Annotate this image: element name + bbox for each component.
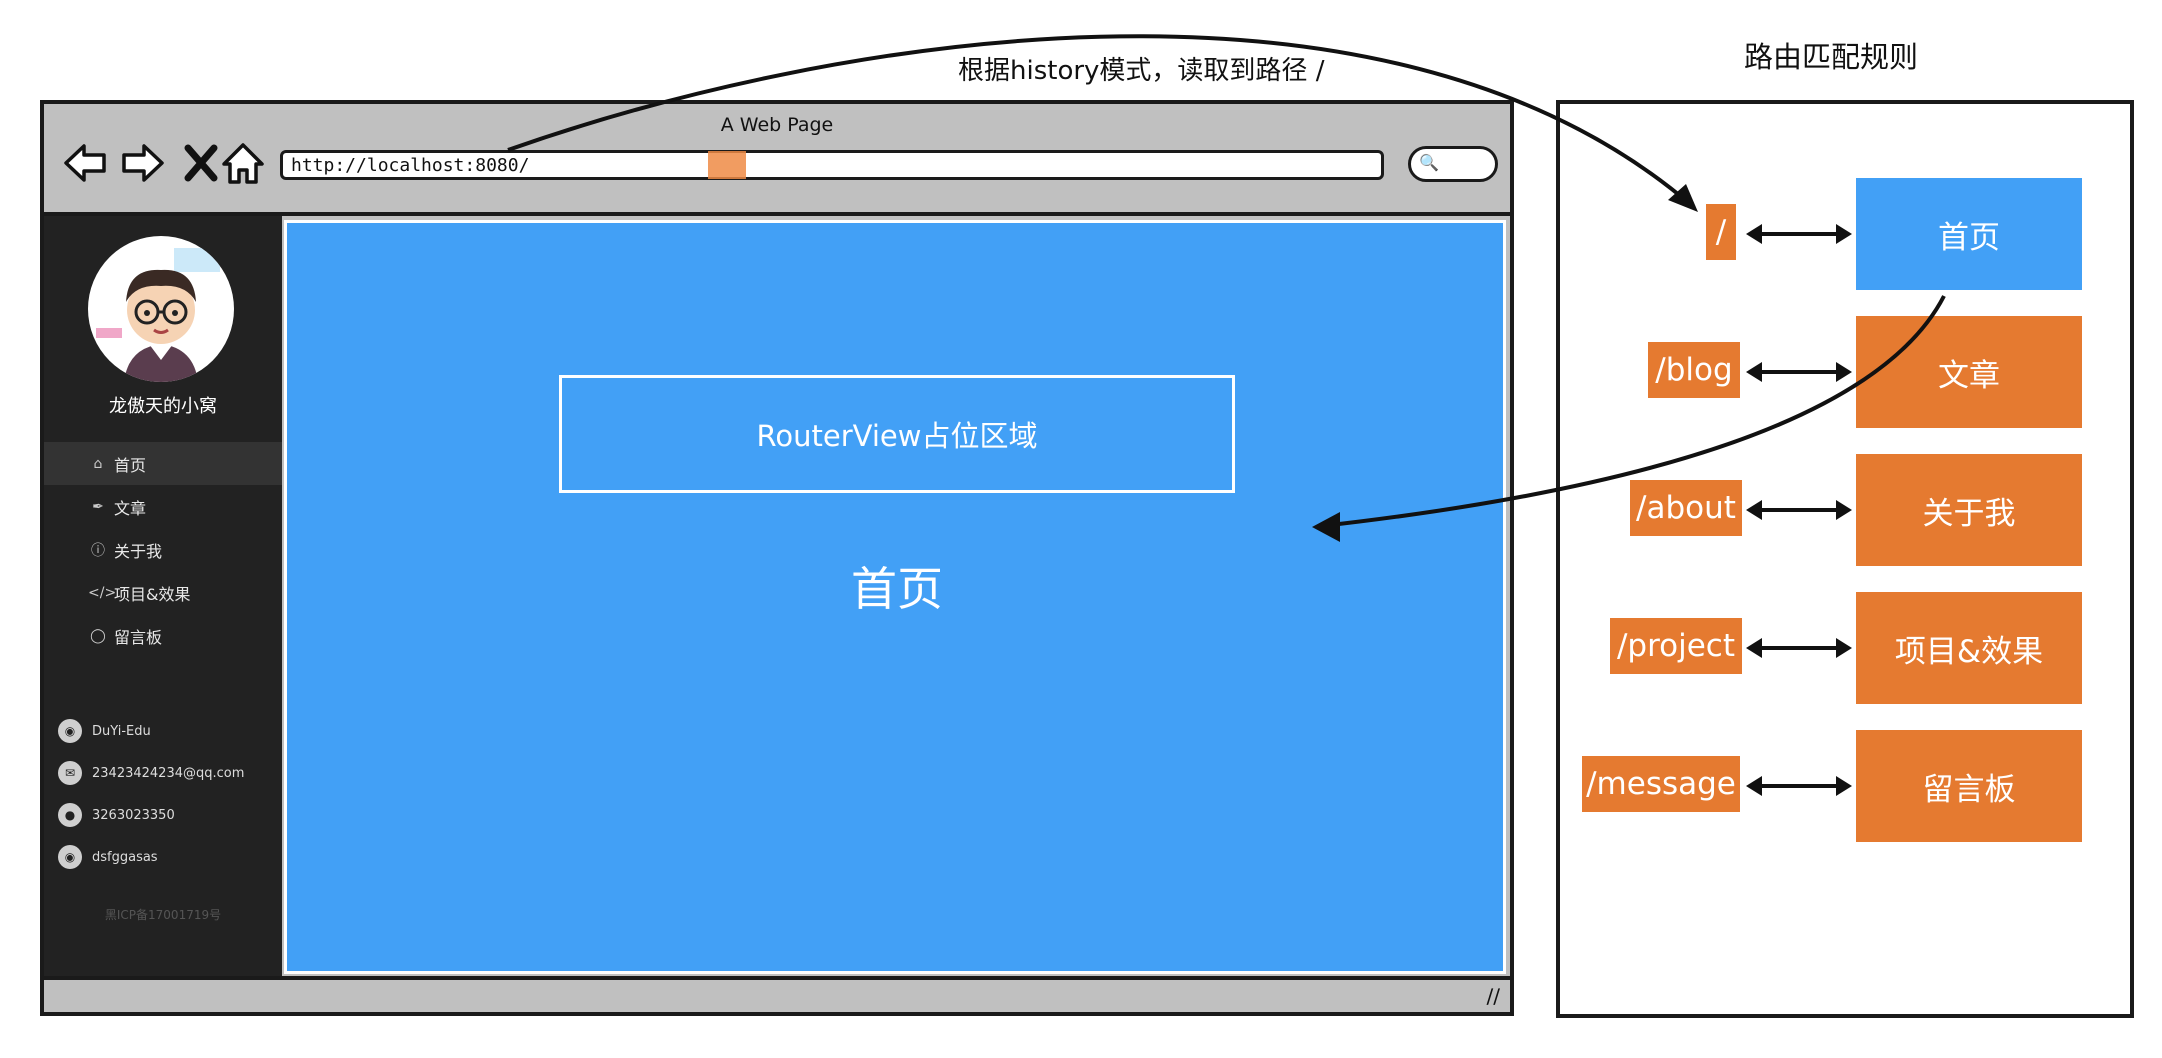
route-rule-about: /about 关于我 [1560, 454, 2130, 566]
contact-label: dsfggasas [92, 849, 158, 865]
site-name: 龙傲天的小窝 [109, 396, 217, 417]
sidebar-item-project[interactable]: </> 项目&效果 [44, 571, 282, 614]
sidebar-item-label: 项目&效果 [114, 584, 191, 604]
browser-status-bar: ∕∕ [44, 976, 1510, 1012]
info-icon: ⓘ [91, 542, 105, 559]
sidebar-item-label: 留言板 [114, 627, 163, 647]
route-rules-title: 路由匹配规则 [1744, 40, 1919, 74]
route-rule-home: / 首页 [1560, 178, 2130, 290]
contact-github[interactable]: ◉ DuYi-Edu [58, 710, 282, 752]
double-arrow-icon [1746, 224, 1852, 244]
route-target-blog: 文章 [1856, 316, 2082, 428]
router-view-placeholder: RouterView占位区域 [559, 375, 1235, 493]
sidebar-item-message[interactable]: ◯ 留言板 [44, 614, 282, 657]
route-path: / [1706, 204, 1736, 260]
browser-title-bar: A Web Page http://localhost:8080/ 🔍 [44, 104, 1510, 216]
stop-icon[interactable] [178, 140, 224, 186]
browser-page-title: A Web Page [720, 114, 834, 136]
resize-handle-icon[interactable]: ∕∕ [1486, 984, 1500, 1008]
qq-icon: ● [58, 803, 82, 827]
avatar [88, 236, 234, 382]
route-rule-message: /message 留言板 [1560, 730, 2130, 842]
route-path: /blog [1648, 342, 1740, 398]
browser-window: A Web Page http://localhost:8080/ 🔍 [40, 100, 1514, 1016]
search-button[interactable]: 🔍 [1408, 146, 1498, 182]
back-arrow-icon[interactable] [62, 140, 108, 186]
sidebar-item-label: 文章 [114, 498, 147, 518]
icp-record[interactable]: 黑ICP备17001719号 [104, 908, 222, 922]
route-target-message: 留言板 [1856, 730, 2082, 842]
contact-mail[interactable]: ✉ 23423424234@qq.com [58, 752, 282, 794]
route-path: /message [1582, 756, 1740, 812]
annotation-label: 根据history模式，读取到路径 / [958, 56, 1325, 86]
home-icon[interactable] [220, 140, 266, 186]
sidebar-item-label: 首页 [114, 455, 147, 475]
chat-icon: ◯ [90, 627, 106, 644]
route-target-home: 首页 [1856, 178, 2082, 290]
mail-icon: ✉ [58, 761, 82, 785]
route-target-about: 关于我 [1856, 454, 2082, 566]
route-rule-blog: /blog 文章 [1560, 316, 2130, 428]
url-path-highlight [708, 151, 746, 179]
sidebar: 龙傲天的小窝 ⌂ 首页 ✒ 文章 ⓘ 关于我 </> 项目&效果 [44, 216, 282, 980]
page-heading: 首页 [851, 562, 943, 616]
forward-arrow-icon[interactable] [120, 140, 166, 186]
contact-list: ◉ DuYi-Edu ✉ 23423424234@qq.com ● 326302… [58, 710, 282, 878]
contact-wechat[interactable]: ◉ dsfggasas [58, 836, 282, 878]
sidebar-menu: ⌂ 首页 ✒ 文章 ⓘ 关于我 </> 项目&效果 ◯ 留言板 [44, 442, 282, 657]
sidebar-item-label: 关于我 [114, 541, 163, 561]
main-content: RouterView占位区域 首页 [284, 220, 1506, 974]
route-path: /project [1610, 618, 1742, 674]
double-arrow-icon [1746, 776, 1852, 796]
double-arrow-icon [1746, 500, 1852, 520]
home-icon: ⌂ [93, 455, 103, 472]
route-path: /about [1630, 480, 1742, 536]
route-rules-panel: / 首页 /blog 文章 /about 关于我 /project [1556, 100, 2134, 1018]
url-text: http://localhost:8080/ [291, 155, 530, 176]
route-target-project: 项目&效果 [1856, 592, 2082, 704]
browser-content: 龙傲天的小窝 ⌂ 首页 ✒ 文章 ⓘ 关于我 </> 项目&效果 [44, 216, 1510, 980]
double-arrow-icon [1746, 638, 1852, 658]
contact-qq[interactable]: ● 3263023350 [58, 794, 282, 836]
wechat-icon: ◉ [58, 845, 82, 869]
blog-icon: ✒ [92, 498, 104, 515]
sidebar-item-home[interactable]: ⌂ 首页 [44, 442, 282, 485]
double-arrow-icon [1746, 362, 1852, 382]
search-icon: 🔍 [1419, 153, 1439, 172]
avatar-illustration [96, 248, 220, 382]
sidebar-item-blog[interactable]: ✒ 文章 [44, 485, 282, 528]
sidebar-item-about[interactable]: ⓘ 关于我 [44, 528, 282, 571]
address-bar[interactable]: http://localhost:8080/ [280, 150, 1384, 180]
code-icon: </> [88, 584, 117, 601]
contact-label: DuYi-Edu [92, 723, 151, 739]
route-rule-project: /project 项目&效果 [1560, 592, 2130, 704]
contact-label: 3263023350 [92, 807, 175, 823]
github-icon: ◉ [58, 719, 82, 743]
contact-label: 23423424234@qq.com [92, 765, 245, 781]
